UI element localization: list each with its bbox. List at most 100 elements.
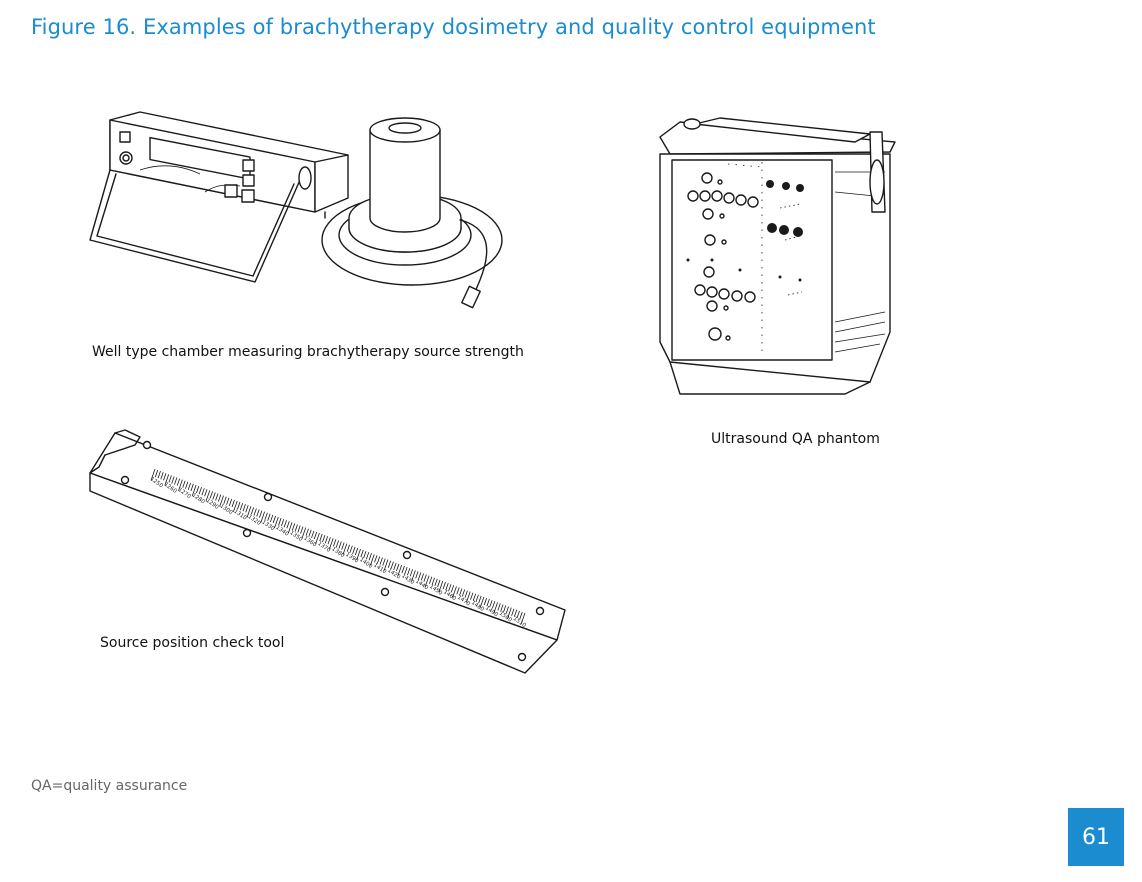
ruler-tick — [452, 586, 457, 598]
ruler-tick — [379, 557, 383, 565]
ruler-tick — [374, 555, 378, 563]
ruler-tick — [420, 573, 424, 581]
ruler-tick — [354, 547, 359, 556]
ruler-tick — [516, 610, 520, 618]
ruler-tick — [475, 594, 479, 602]
ruler-tick — [450, 585, 455, 593]
ruler-tick — [478, 595, 482, 604]
ruler-tick — [492, 601, 496, 609]
ruler-tick — [423, 574, 427, 582]
ruler-tick — [260, 511, 266, 523]
ruler-tick — [198, 487, 202, 495]
ruler-tick — [280, 519, 285, 527]
ruler-tick — [407, 568, 411, 576]
ruler-tick — [500, 604, 504, 612]
ruler-tick — [226, 497, 230, 505]
ruler-tick — [205, 490, 211, 502]
ruler-tick — [520, 612, 526, 625]
well-chamber-illustration — [89, 111, 503, 309]
electrometer-unit — [89, 111, 349, 283]
ruler-tick — [283, 520, 287, 528]
ruler-tick — [196, 485, 200, 494]
ruler-tick — [465, 591, 471, 603]
ruler-tick — [237, 501, 241, 510]
ruler-tick — [174, 477, 178, 485]
ruler-tick — [250, 507, 255, 515]
ruler-tick — [274, 516, 279, 529]
ruler-tick — [459, 588, 463, 596]
page-number: 61 — [1068, 808, 1124, 866]
ruler-tick — [356, 548, 361, 561]
ruler-tick — [479, 596, 485, 609]
ruler-tick — [297, 525, 301, 533]
ruler-tick — [239, 503, 244, 511]
ruler-tick — [322, 535, 326, 543]
ruler-tick — [342, 543, 348, 555]
ruler-tick — [335, 540, 340, 548]
ruler-tick — [349, 545, 353, 553]
ruler-tick — [308, 529, 312, 537]
ruler-tick — [376, 556, 381, 564]
ruler-tick — [519, 611, 523, 620]
ruler-tick — [456, 587, 460, 595]
ruler-tick — [256, 509, 260, 517]
ruler-tick — [305, 528, 309, 536]
ruler-tick — [470, 592, 474, 600]
ruler-tick — [338, 541, 342, 549]
phantom-targets — [686, 172, 804, 341]
ruler-tick — [505, 606, 509, 614]
ruler-tick — [365, 552, 370, 560]
ruler-tick — [431, 577, 435, 585]
ruler-tick — [438, 580, 444, 593]
ruler-tick — [168, 475, 172, 483]
ruler-tick — [415, 571, 419, 579]
ruler-tick — [383, 559, 389, 571]
ruler-tick — [352, 546, 356, 554]
ruler-tick — [370, 554, 375, 566]
ruler-tick — [324, 536, 329, 544]
ruler-tick — [315, 532, 320, 545]
ruler-tick — [313, 531, 318, 540]
ruler-tick — [182, 480, 186, 488]
ruler-tick — [259, 510, 263, 518]
ruler-tick — [253, 508, 257, 516]
ruler-tick — [418, 572, 422, 580]
ruler-tick — [327, 537, 331, 545]
ruler-tick — [341, 542, 345, 550]
ruler-tick — [513, 609, 518, 617]
well-chamber-unit — [321, 117, 503, 309]
ruler-tick — [171, 476, 175, 484]
ruler-tick — [176, 478, 181, 486]
ruler-tick — [404, 567, 408, 575]
ruler-tick — [428, 576, 433, 584]
ruler-tick — [245, 505, 249, 513]
figure-title: Figure 16. Examples of brachytherapy dos… — [31, 15, 876, 39]
ruler-tick — [497, 603, 501, 611]
caption-source-position-tool: Source position check tool — [100, 635, 285, 651]
ruler-tick — [178, 479, 183, 491]
ruler-tick — [502, 605, 507, 613]
ruler-tick — [483, 597, 488, 606]
ruler-tick — [217, 494, 222, 502]
ruler-tick — [160, 472, 164, 480]
ruler-tick — [328, 538, 334, 550]
ruler-tick — [319, 533, 323, 542]
ruler-tick — [437, 579, 441, 588]
ruler-tick — [204, 489, 208, 497]
ruler-tick — [185, 481, 189, 489]
ruler-tick — [434, 578, 438, 586]
ruler-tick — [493, 602, 498, 614]
ruler-tick — [187, 482, 192, 490]
ruler-tick — [387, 560, 392, 568]
ruler-tick — [163, 473, 167, 481]
ruler-tick — [212, 492, 216, 500]
ruler-tick — [346, 544, 350, 552]
ruler-tick — [264, 512, 268, 520]
ruler-tick — [489, 600, 493, 608]
ruler-tick — [486, 599, 490, 607]
ruler-tick — [363, 551, 367, 559]
ruler-tick — [219, 495, 224, 507]
ruler-tick — [294, 524, 298, 532]
ruler-tick — [411, 570, 416, 582]
